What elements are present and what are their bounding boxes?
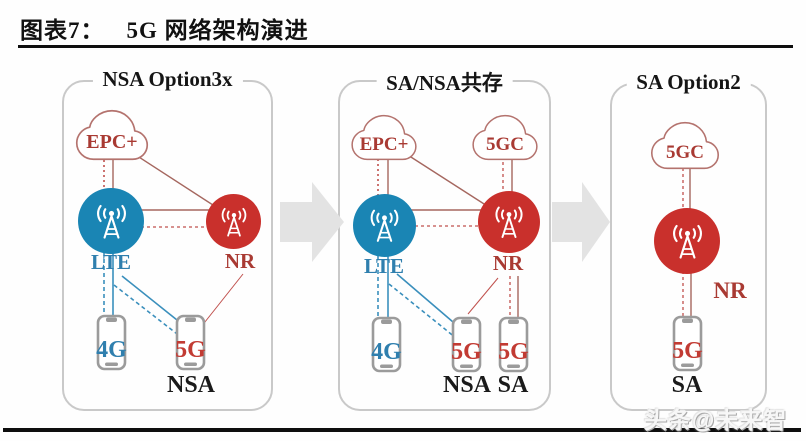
cloud-epc-plus: EPC+ — [345, 114, 423, 161]
antenna-icon — [495, 206, 523, 238]
phone-label: 4G — [96, 337, 127, 363]
station-label-nr: NR — [492, 251, 524, 275]
phone-4g: 4G — [371, 316, 402, 373]
core-network-label: 5GC — [486, 133, 524, 155]
cloud-5gc: 5GC — [645, 121, 725, 170]
phone-label: 5G — [672, 338, 703, 364]
core-network-label: EPC+ — [359, 133, 409, 155]
phone-5g: 5G — [175, 314, 206, 371]
evolution-arrow-2 — [552, 182, 610, 262]
mode-label-sa: SA — [497, 372, 529, 398]
phone-label: 4G — [371, 339, 402, 365]
phone-label: 5G — [175, 337, 206, 363]
base-station-nr — [478, 191, 540, 253]
phone-label: 5G — [498, 339, 529, 365]
antenna-icon — [672, 224, 702, 259]
panel-title: NSA Option3x — [92, 67, 243, 92]
panel-title: SA Option2 — [626, 70, 751, 95]
base-station-lte — [353, 194, 416, 257]
bottom-divider — [3, 428, 801, 432]
antenna-icon — [221, 207, 246, 237]
figure-number: 图表7： — [20, 18, 105, 43]
phone-5g-sa: 5G — [498, 316, 529, 373]
core-network-label: EPC+ — [86, 130, 138, 153]
figure-caption: 5G 网络架构演进 — [126, 18, 309, 43]
mode-label-sa: SA — [671, 372, 703, 398]
base-station-lte — [78, 188, 144, 254]
top-divider — [18, 45, 793, 48]
station-label-lte: LTE — [90, 250, 132, 274]
station-label-lte: LTE — [363, 254, 405, 278]
antenna-icon — [96, 204, 126, 239]
base-station-nr — [206, 194, 261, 249]
phone-5g-nsa: 5G — [451, 316, 482, 373]
panel-sa-option2: SA Option2 — [610, 70, 767, 411]
mode-label-nsa: NSA — [442, 372, 491, 398]
figure-title: 图表7： 5G 网络架构演进 — [20, 11, 309, 45]
cloud-epc-plus: EPC+ — [71, 109, 153, 161]
mode-label-nsa: NSA — [166, 372, 215, 398]
panel-nsa-option3x: NSA Option3x — [62, 67, 273, 411]
cloud-5gc: 5GC — [467, 114, 543, 161]
phone-5g: 5G — [672, 315, 703, 372]
base-station-nr — [654, 208, 720, 274]
watermark-toutiao: 头条@未来智库 — [644, 407, 788, 433]
phone-label: 5G — [451, 339, 482, 365]
panel-title: SA/NSA共存 — [376, 67, 513, 97]
core-network-label: 5GC — [666, 141, 704, 163]
evolution-arrow-1 — [280, 182, 344, 262]
station-label-nr: NR — [713, 278, 747, 303]
station-label-nr: NR — [224, 249, 256, 273]
phone-4g: 4G — [96, 314, 127, 371]
antenna-icon — [370, 209, 399, 242]
